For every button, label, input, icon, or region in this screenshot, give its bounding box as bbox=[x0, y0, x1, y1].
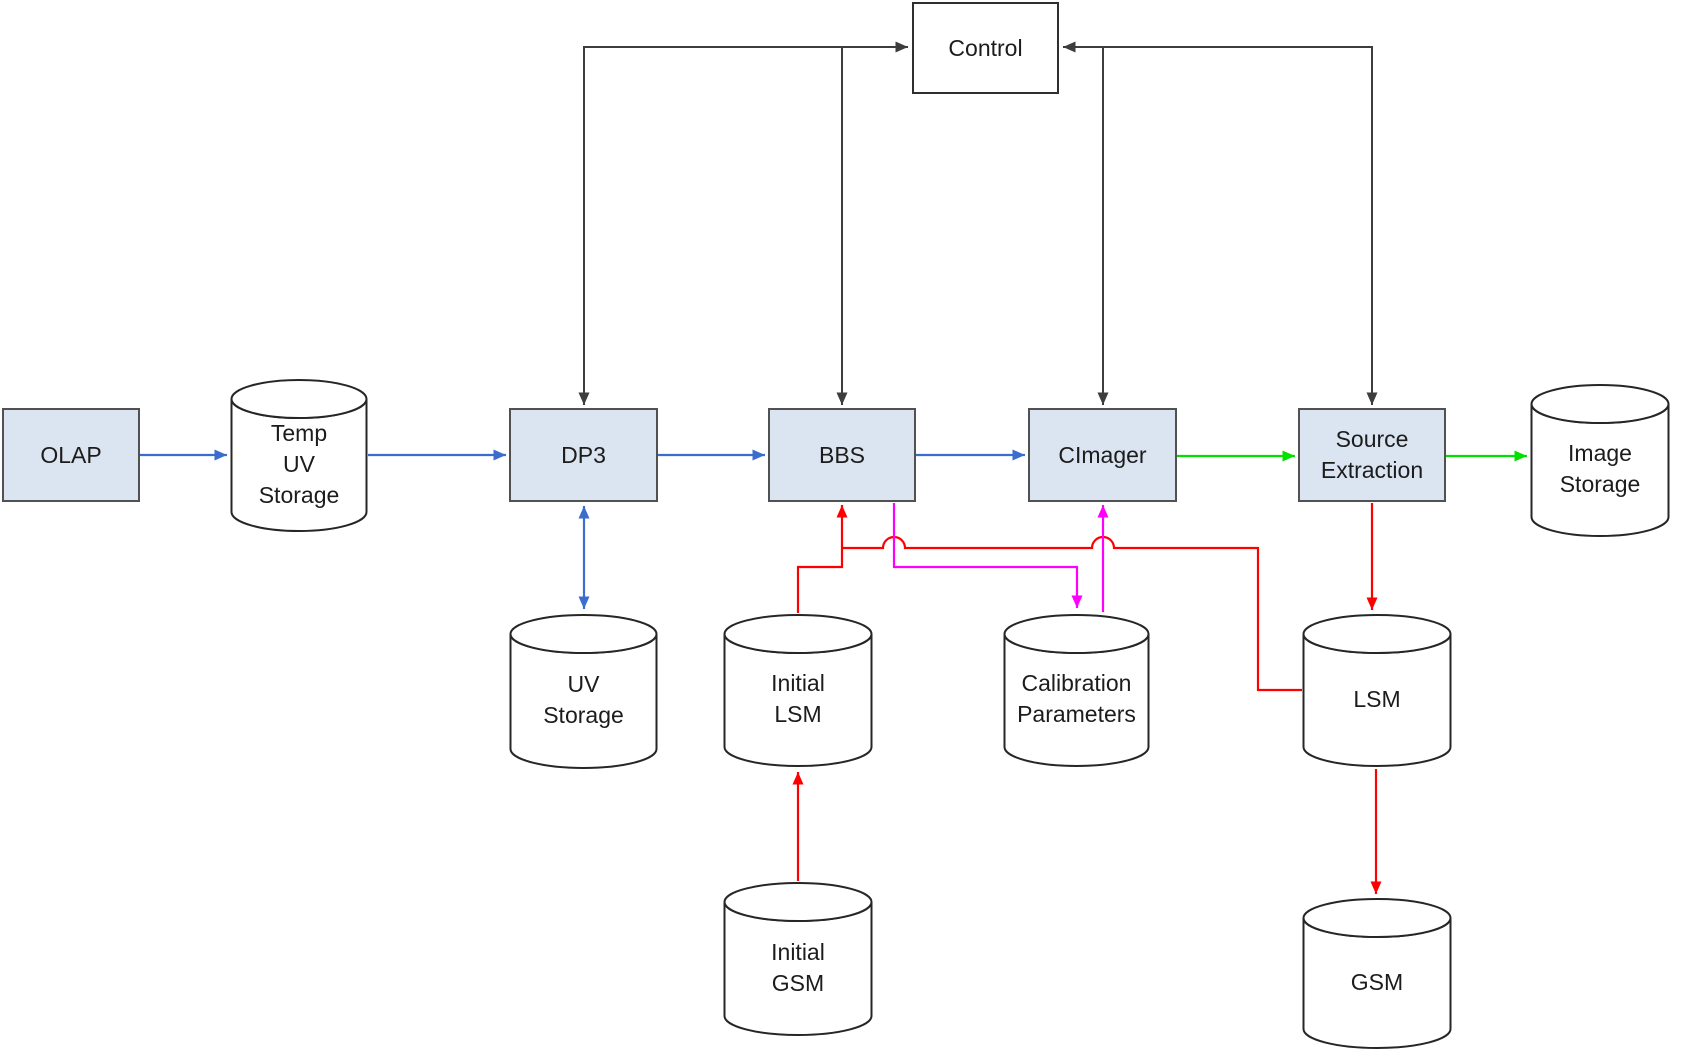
cylinder-shape bbox=[1302, 898, 1452, 1049]
node-label: Control bbox=[914, 4, 1057, 92]
cylinder-shape bbox=[1302, 614, 1452, 767]
node-label-line: LSM bbox=[774, 701, 822, 727]
cylinder-shape bbox=[723, 882, 873, 1036]
node-label-line: Initial bbox=[771, 938, 825, 965]
node-label-line: Control bbox=[948, 34, 1023, 61]
node-label-line: DP3 bbox=[561, 441, 606, 468]
node-label-line: UV bbox=[283, 450, 315, 477]
node-uv-storage: UV Storage bbox=[509, 613, 658, 770]
node-label-line: CImager bbox=[1058, 441, 1147, 468]
node-label-line: Extraction bbox=[1320, 457, 1424, 483]
node-dp3: DP3 bbox=[509, 408, 658, 502]
node-label-line: Storage bbox=[1559, 471, 1641, 497]
node-gsm: GSM bbox=[1302, 897, 1452, 1050]
node-label-line: Image bbox=[1568, 440, 1632, 466]
node-label-line: BBS bbox=[818, 441, 866, 468]
node-label: GSM bbox=[1302, 897, 1452, 1050]
node-label-line: OLAP bbox=[40, 441, 102, 468]
node-label: CImager bbox=[1030, 410, 1175, 500]
node-label-line: LSM bbox=[1353, 685, 1401, 712]
node-label-line: Parameters bbox=[1017, 701, 1136, 727]
node-label: BBS bbox=[770, 410, 914, 500]
node-label: UV Storage bbox=[509, 613, 658, 770]
node-label-line: Source bbox=[1335, 426, 1409, 452]
node-lsm: LSM bbox=[1302, 613, 1452, 768]
node-label-line: UV bbox=[567, 671, 600, 697]
node-label-line: Initial bbox=[771, 670, 825, 696]
node-bbs: BBS bbox=[768, 408, 916, 502]
node-cimager: CImager bbox=[1028, 408, 1177, 502]
node-label: OLAP bbox=[4, 410, 138, 500]
node-label-line: Calibration bbox=[1021, 670, 1132, 696]
node-label: LSM bbox=[1302, 613, 1452, 768]
cylinder-shape bbox=[1530, 384, 1670, 537]
node-label-line: Storage bbox=[543, 702, 624, 728]
node-label-line: GSM bbox=[1350, 968, 1404, 995]
node-label-line: Temp bbox=[270, 419, 328, 446]
cylinder-shape bbox=[230, 379, 368, 532]
node-olap: OLAP bbox=[2, 408, 140, 502]
node-control: Control bbox=[912, 2, 1059, 94]
cylinder-shape bbox=[509, 614, 658, 769]
node-label: DP3 bbox=[511, 410, 656, 500]
node-label-line: GSM bbox=[771, 969, 825, 996]
node-label-line: Storage bbox=[258, 481, 340, 508]
